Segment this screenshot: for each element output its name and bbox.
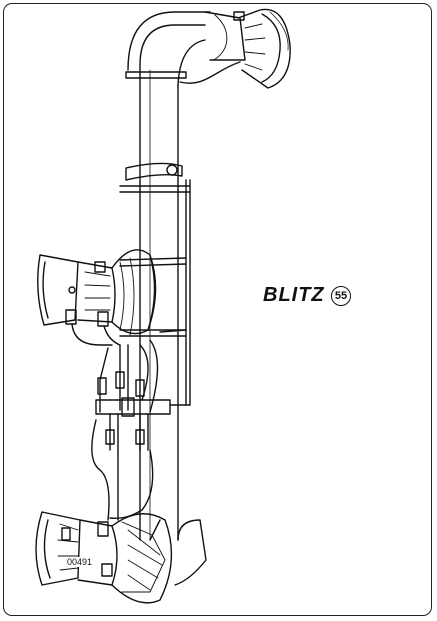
top-bell-housing (179, 8, 291, 89)
figure-reference: 00491 (66, 557, 94, 567)
page-frame (3, 3, 432, 616)
bottom-bell-housing (35, 511, 173, 604)
bottom-pipe (149, 519, 207, 586)
support-rod (185, 179, 191, 406)
top-elbow (127, 11, 246, 86)
pipe-clamps (119, 71, 191, 337)
middle-bell-housing (37, 249, 157, 336)
main-pipe (139, 64, 179, 541)
callout-number: 55 (331, 286, 351, 306)
hose-network (71, 323, 191, 521)
brand-label: BLITZ (263, 284, 325, 306)
